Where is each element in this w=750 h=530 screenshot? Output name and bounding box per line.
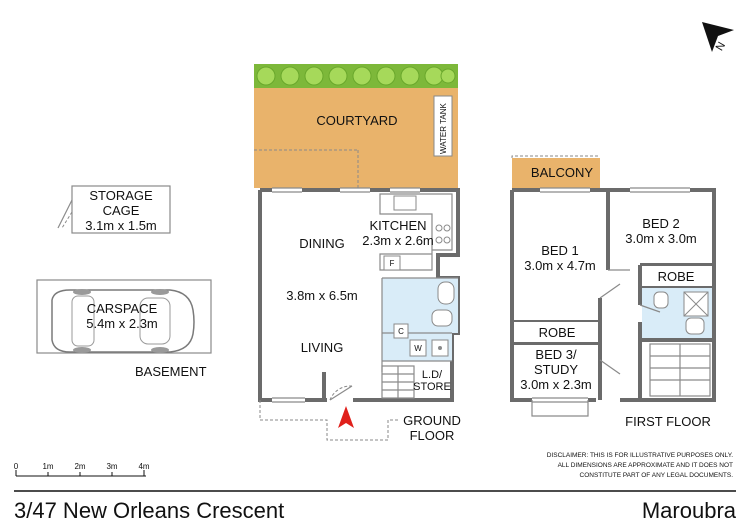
- entry-arrow-icon: [338, 406, 354, 428]
- address: 3/47 New Orleans Crescent: [14, 498, 284, 523]
- bed3-title-1: BED 3/: [535, 347, 577, 362]
- scale-tick-2: 2m: [74, 462, 85, 471]
- ensuite-basin: [653, 291, 669, 309]
- suburb: Maroubra: [642, 498, 737, 523]
- laundry-label-2: STORE: [413, 381, 451, 393]
- kitchen-title: KITCHEN: [369, 218, 426, 233]
- robe-2-label: ROBE: [658, 269, 695, 284]
- fridge-label: F: [390, 259, 395, 268]
- scale-tick-1: 1m: [42, 462, 53, 471]
- dining-label: DINING: [299, 236, 345, 251]
- balcony-label: BALCONY: [531, 165, 593, 180]
- cupboard: [393, 323, 409, 339]
- scale-tick-3: 3m: [106, 462, 117, 471]
- disclaimer-line-2: ALL DIMENSIONS ARE APPROXIMATE AND IT DO…: [558, 462, 733, 469]
- storage-cage: STORAGE CAGE 3.1m x 1.5m: [57, 185, 171, 234]
- basin: [437, 281, 455, 305]
- carspace-title: CARSPACE: [87, 301, 158, 316]
- ground-floor-label-2: FLOOR: [410, 428, 455, 443]
- kitchen-sink: [393, 195, 417, 211]
- living-label: LIVING: [301, 340, 344, 355]
- bed1-dims: 3.0m x 4.7m: [524, 258, 596, 273]
- basement-label: BASEMENT: [135, 364, 207, 379]
- bed2-title: BED 2: [642, 216, 680, 231]
- carspace-dims: 5.4m x 2.3m: [86, 316, 158, 331]
- cupboard-label: C: [398, 327, 404, 336]
- toilet: [431, 309, 453, 327]
- bed3-dims: 3.0m x 2.3m: [520, 377, 592, 392]
- bed1-title: BED 1: [541, 243, 579, 258]
- washer-label: W: [414, 344, 422, 353]
- ground-stairs: [381, 365, 415, 399]
- kitchen-dims: 2.3m x 2.6m: [362, 233, 434, 248]
- bed3-title-2: STUDY: [534, 362, 578, 377]
- robe-1-label: ROBE: [539, 325, 576, 340]
- north-label: N: [714, 40, 728, 53]
- storage-title-1: STORAGE: [89, 188, 153, 203]
- disclaimer-line-1: DISCLAIMER: THIS IS FOR ILLUSTRATIVE PUR…: [547, 452, 733, 459]
- scale-bar: 0 1m 2m 3m 4m: [14, 462, 150, 477]
- kitchen-bench: [379, 193, 453, 271]
- water-tank-label: WATER TANK: [439, 103, 448, 154]
- bed2-dims: 3.0m x 3.0m: [625, 231, 697, 246]
- first-floor-label: FIRST FLOOR: [625, 414, 711, 429]
- ensuite-toilet: [685, 317, 705, 335]
- carspace: CARSPACE 5.4m x 2.3m: [36, 279, 212, 354]
- porch-outline: [259, 400, 400, 441]
- disclaimer: DISCLAIMER: THIS IS FOR ILLUSTRATIVE PUR…: [547, 452, 733, 479]
- courtyard-label: COURTYARD: [316, 113, 397, 128]
- cooktop-icon: [435, 224, 451, 244]
- living-dims: 3.8m x 6.5m: [286, 288, 358, 303]
- balcony-area: [512, 158, 600, 188]
- disclaimer-line-3: CONSTITUTE PART OF ANY LEGAL DOCUMENTS.: [580, 472, 734, 479]
- ground-floor-label-1: GROUND: [403, 413, 461, 428]
- storage-title-2: CAGE: [103, 203, 140, 218]
- car-icon: [51, 289, 195, 353]
- washer: [409, 339, 427, 357]
- courtyard-area: [254, 88, 458, 188]
- north-arrow-icon: N: [702, 22, 734, 53]
- hedge: [254, 64, 458, 88]
- water-tank: [433, 95, 453, 157]
- first-stairs: [649, 343, 711, 397]
- fridge: [383, 255, 401, 271]
- scale-tick-4: 4m: [138, 462, 149, 471]
- scale-tick-0: 0: [14, 462, 19, 471]
- laundry-label-1: L.D/: [422, 369, 443, 381]
- storage-dims: 3.1m x 1.5m: [85, 218, 157, 233]
